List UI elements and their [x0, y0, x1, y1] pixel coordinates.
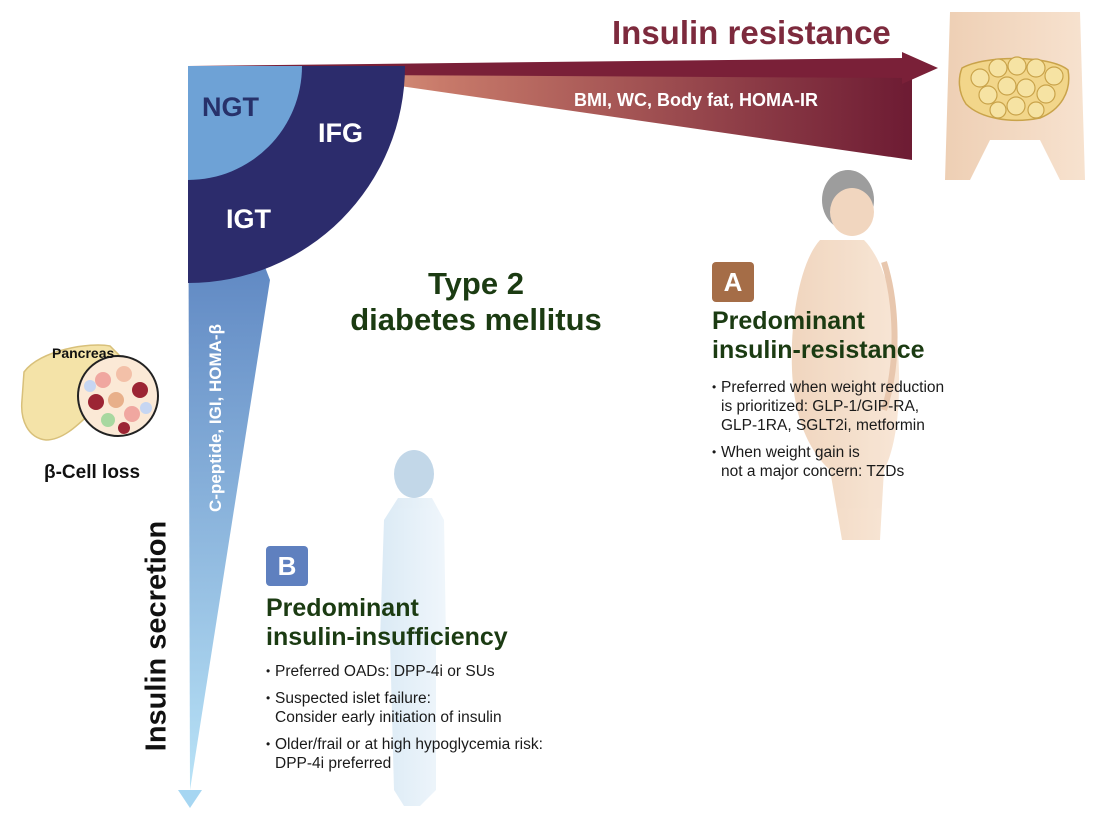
bullet-line: not a major concern: TZDs — [721, 463, 905, 480]
abdomen-fat-illustration — [945, 12, 1085, 180]
pancreas-illustration — [20, 344, 159, 441]
phenotype-b-bullets: Preferred OADs: DPP-4i or SUs Suspected … — [266, 662, 626, 781]
phenotype-b-heading-line1: Predominant — [266, 594, 419, 622]
bullet-line: GLP-1RA, SGLT2i, metformin — [721, 417, 925, 434]
stage-ngt-region — [188, 66, 302, 180]
stage-igt-label: IGT — [226, 204, 271, 234]
phenotype-a-heading-line2: insulin-resistance — [712, 336, 925, 364]
phenotype-a-heading: Predominant insulin-resistance — [712, 307, 925, 365]
phenotype-a-bullet: Preferred when weight reduction is prior… — [712, 378, 1002, 435]
bullet-line: Suspected islet failure: — [275, 690, 431, 707]
phenotype-b-bullet: Older/frail or at high hypoglycemia risk… — [266, 735, 626, 773]
bullet-line: Older/frail or at high hypoglycemia risk… — [275, 736, 543, 753]
stage-ifg-label: IFG — [318, 118, 363, 148]
bullet-line: Consider early initiation of insulin — [275, 709, 502, 726]
insulin-secretion-measures: C-peptide, IGI, HOMA-β — [206, 324, 225, 512]
beta-cell-loss-caption: β-Cell loss — [44, 462, 141, 483]
bullet-line: Preferred when weight reduction — [721, 379, 945, 396]
phenotype-b-heading: Predominant insulin-insufficiency — [266, 594, 508, 652]
type2-diabetes-line2: diabetes mellitus — [350, 302, 602, 337]
phenotype-a-bullet: When weight gain is not a major concern:… — [712, 443, 1002, 481]
bullet-line: Preferred OADs: DPP-4i or SUs — [275, 663, 495, 680]
type2-diabetes-line1: Type 2 — [428, 266, 524, 301]
insulin-resistance-measures: BMI, WC, Body fat, HOMA-IR — [574, 90, 818, 110]
phenotype-a-heading-line1: Predominant — [712, 307, 865, 335]
insulin-resistance-title: Insulin resistance — [612, 14, 891, 51]
type2-diabetes-label: Type 2 diabetes mellitus — [326, 266, 626, 338]
bullet-line: When weight gain is — [721, 444, 860, 461]
phenotype-b-bullet: Suspected islet failure: Consider early … — [266, 689, 626, 727]
lean-person-illustration — [380, 450, 446, 806]
bullet-line: is prioritized: GLP-1/GIP-RA, — [721, 398, 920, 415]
phenotype-b-bullet: Preferred OADs: DPP-4i or SUs — [266, 662, 626, 681]
bullet-line: DPP-4i preferred — [275, 755, 392, 772]
pancreas-label: Pancreas — [52, 345, 115, 361]
insulin-secretion-title: Insulin secretion — [140, 520, 173, 752]
phenotype-a-bullets: Preferred when weight reduction is prior… — [712, 378, 1002, 489]
phenotype-a-badge: A — [712, 262, 754, 302]
stage-ngt-label: NGT — [202, 92, 259, 122]
phenotype-b-badge: B — [266, 546, 308, 586]
phenotype-b-heading-line2: insulin-insufficiency — [266, 623, 508, 651]
